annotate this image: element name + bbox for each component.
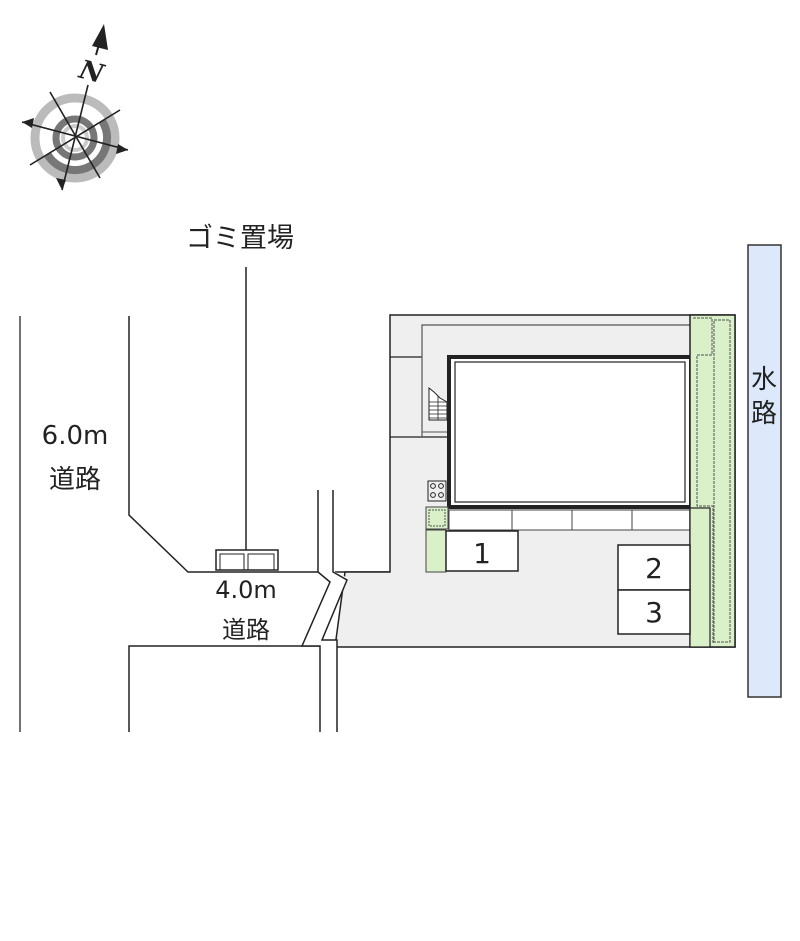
greenery-strip bbox=[689, 314, 736, 648]
waterway-label-2: 路 bbox=[751, 399, 777, 429]
compass-icon: N bbox=[21, 24, 129, 191]
road-break-symbol bbox=[300, 490, 348, 732]
road-west-label: 道路 bbox=[49, 465, 101, 495]
road-south-width: 4.0m bbox=[215, 576, 277, 604]
utility-box-icon bbox=[427, 480, 447, 502]
bicycle-parking-row bbox=[448, 509, 692, 531]
parking-space-2: 2 bbox=[617, 544, 691, 591]
parking-number: 2 bbox=[645, 552, 663, 585]
building bbox=[447, 355, 693, 509]
waterway bbox=[747, 244, 782, 698]
stairs-icon bbox=[428, 386, 448, 421]
garbage-area bbox=[215, 549, 279, 571]
road-edge bbox=[128, 645, 330, 732]
north-label: N bbox=[75, 55, 108, 91]
road-edge bbox=[128, 316, 390, 573]
parking-space-1: 1 bbox=[445, 530, 519, 572]
parking-number: 1 bbox=[473, 537, 491, 570]
garbage-label: ゴミ置場 bbox=[186, 223, 294, 254]
parking-number: 3 bbox=[645, 596, 663, 629]
parking-space-3: 3 bbox=[617, 589, 691, 635]
waterway-label-1: 水 bbox=[751, 365, 777, 395]
road-west-width: 6.0m bbox=[42, 421, 109, 451]
road-south-label: 道路 bbox=[222, 616, 270, 644]
planting bbox=[425, 529, 447, 573]
planting bbox=[425, 506, 449, 530]
